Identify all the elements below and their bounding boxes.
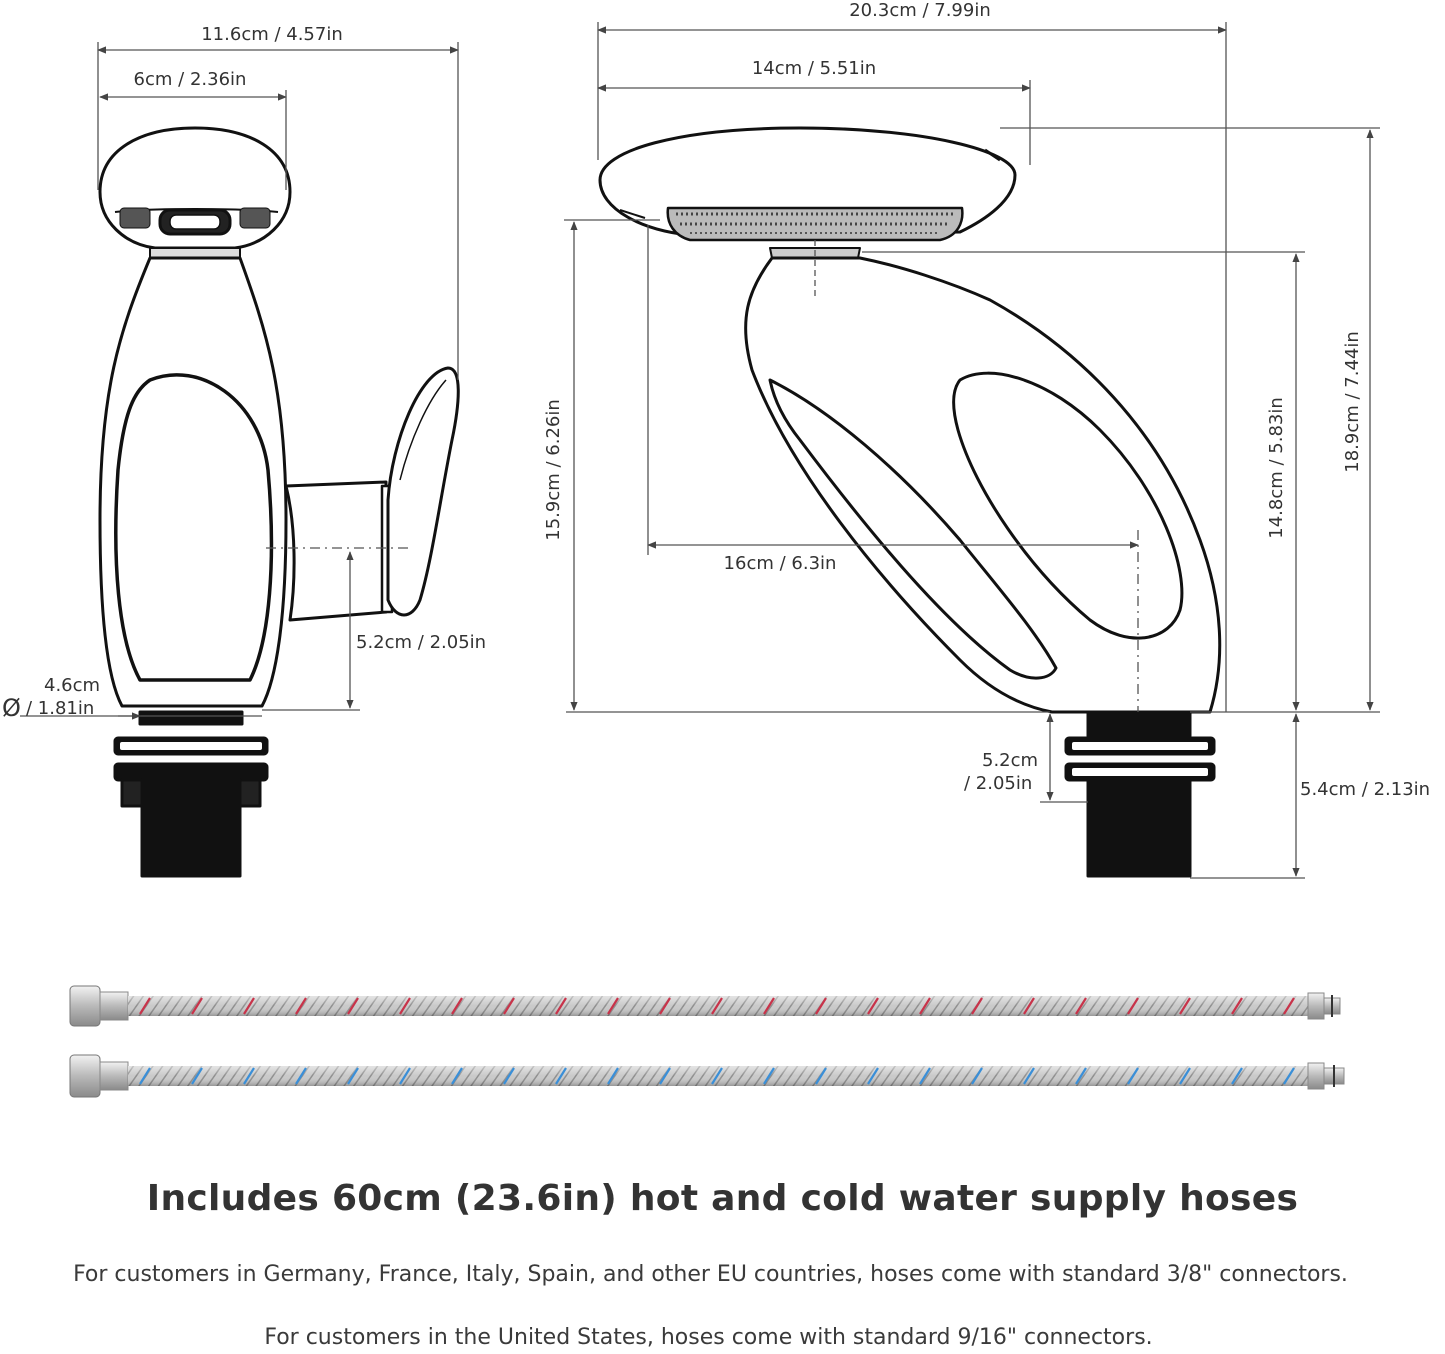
dim-spout-reach: 16cm / 6.3in — [724, 553, 837, 574]
dim-deck-thickness-cm: 5.2cm — [982, 750, 1038, 771]
dim-head-length: 14cm / 5.51in — [752, 58, 876, 79]
dim-body-height: 14.8cm / 5.83in — [1266, 397, 1287, 539]
us-connector-note: For customers in the United States, hose… — [264, 1325, 1153, 1350]
hot-hose-stripes — [139, 997, 1295, 1015]
side-view-dimension-lines — [20, 42, 459, 720]
dim-handle-width: 6cm / 2.36in — [134, 69, 247, 90]
dim-shank-length: 5.4cm / 2.13in — [1300, 779, 1430, 800]
diameter-symbol: Ø — [2, 694, 21, 722]
cold-hose-stripes — [139, 1067, 1295, 1085]
dim-lever-height: 5.2cm / 2.05in — [356, 632, 486, 653]
hot-water-hose — [69, 985, 1341, 1027]
dim-base-diameter-cm: 4.6cm — [44, 675, 100, 696]
cold-water-hose — [69, 1054, 1345, 1098]
dim-deck-thickness-in: / 2.05in — [964, 773, 1032, 794]
front-view-dimension-lines — [564, 22, 1380, 879]
faucet-side-view — [98, 126, 460, 878]
dim-overall-width-side: 11.6cm / 4.57in — [201, 24, 343, 45]
hose-headline: Includes 60cm (23.6in) hot and cold wate… — [146, 1178, 1299, 1219]
faucet-front-view — [598, 126, 1222, 878]
dim-spout-height: 15.9cm / 6.26in — [543, 399, 564, 541]
dim-base-diameter-in: / 1.81in — [26, 698, 94, 719]
dim-overall-length: 20.3cm / 7.99in — [849, 0, 991, 21]
dim-total-height: 18.9cm / 7.44in — [1342, 331, 1363, 473]
eu-connector-note: For customers in Germany, France, Italy,… — [73, 1262, 1348, 1287]
